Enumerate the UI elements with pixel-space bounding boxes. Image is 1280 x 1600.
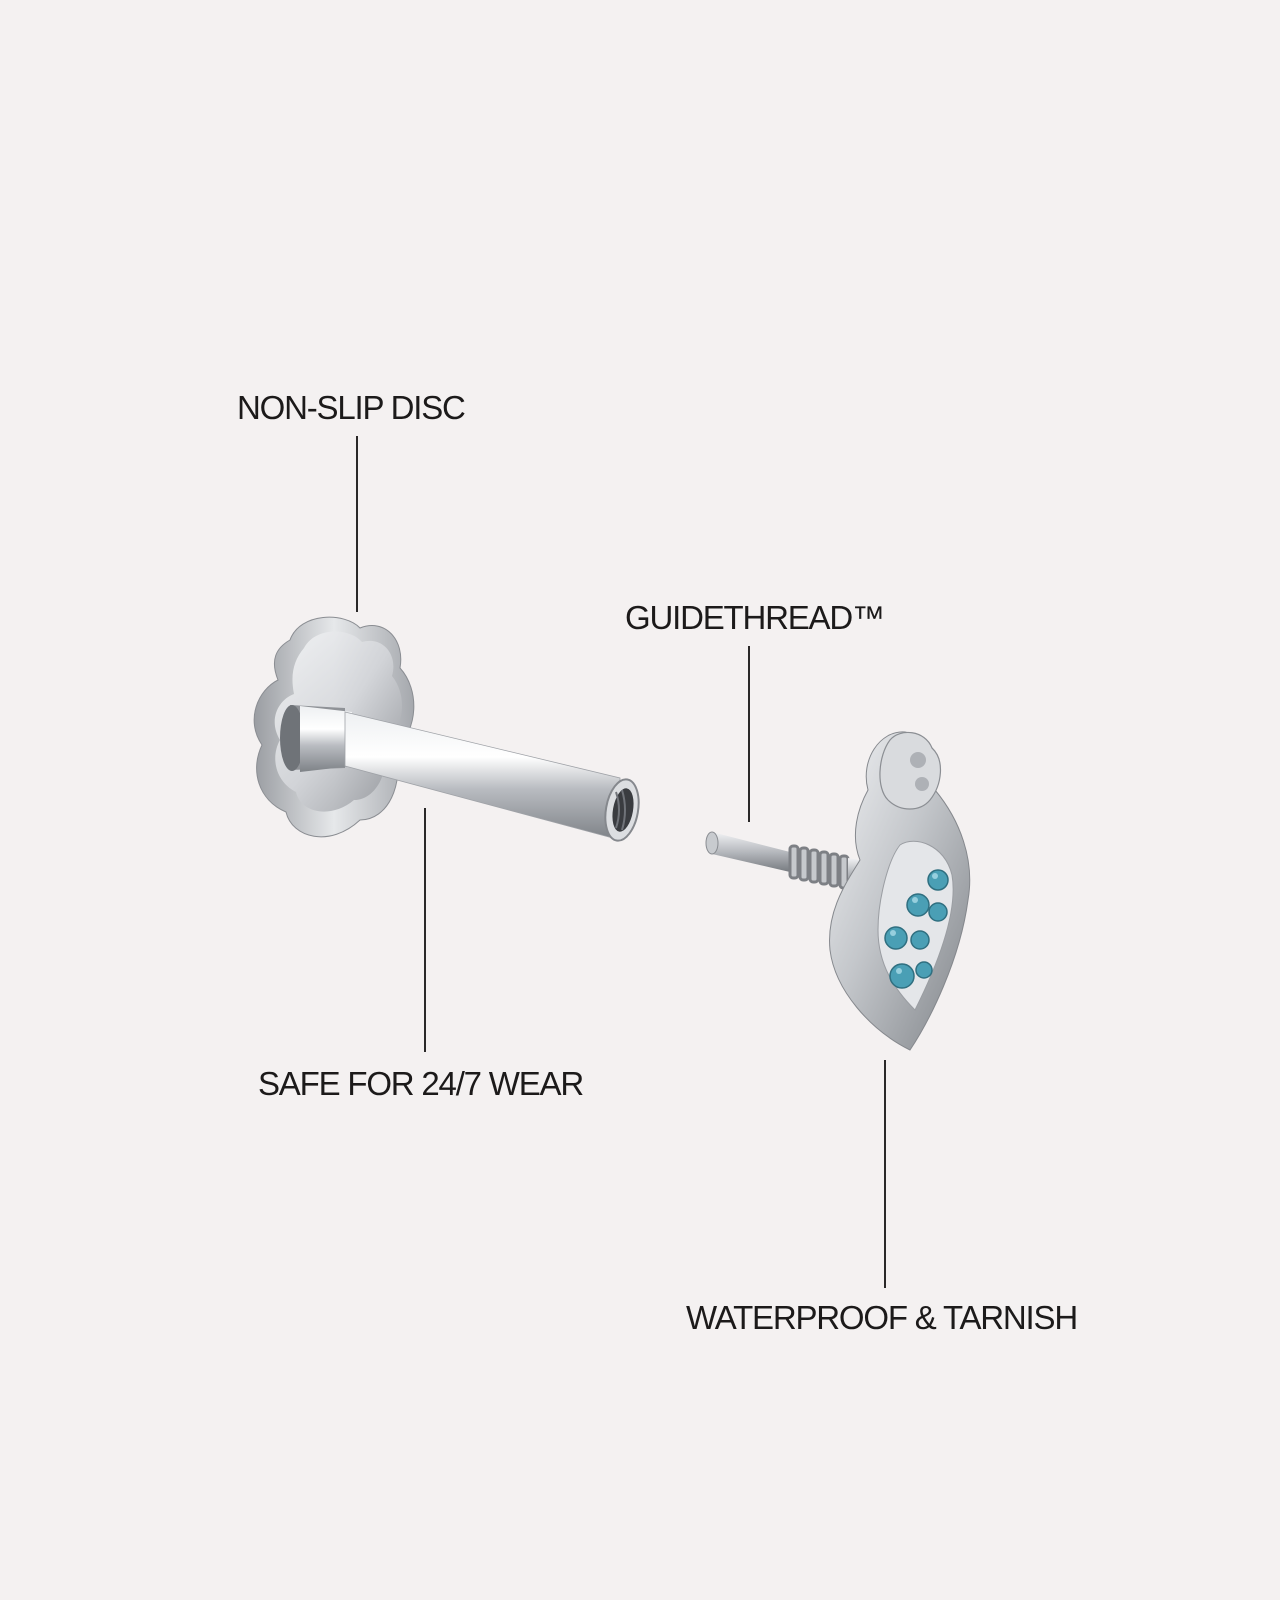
heart-stud-top-illustration <box>705 731 971 1051</box>
labret-post-illustration <box>253 616 640 842</box>
non-slip-disc-label: NON-SLIP DISC <box>237 389 466 426</box>
guidethread-label: GUIDETHREAD™ <box>625 599 885 636</box>
waterproof-leader <box>884 1060 886 1288</box>
waterproof-label: WATERPROOF & TARNISH <box>686 1299 1078 1336</box>
safe-wear-leader <box>424 808 426 1052</box>
guidethread-leader <box>748 646 750 822</box>
non-slip-disc-leader <box>356 436 358 612</box>
safe-wear-label: SAFE FOR 24/7 WEAR <box>258 1065 584 1102</box>
